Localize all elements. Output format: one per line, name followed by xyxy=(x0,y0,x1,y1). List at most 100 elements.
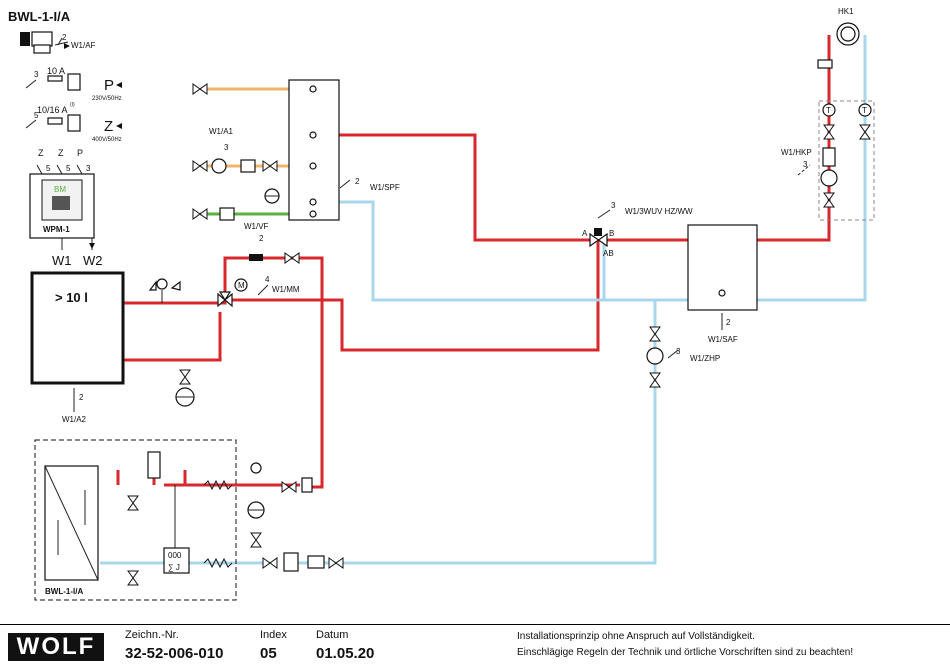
fuse-z-label: 10/16 A xyxy=(37,105,68,115)
date-value: 01.05.20 xyxy=(316,645,375,662)
power-p-voltage: 230V/50Hz xyxy=(92,96,122,102)
air-vent-icon xyxy=(147,451,161,479)
hk1-valve-icon xyxy=(859,124,871,140)
safety-group-icon xyxy=(148,278,181,303)
mixer-m-label: M xyxy=(238,281,245,290)
cable-count-af: 2 xyxy=(62,33,67,42)
return-filter-icon xyxy=(283,552,299,572)
mixer-valve-icon xyxy=(217,278,248,308)
wpm-label: WPM-1 xyxy=(43,225,70,234)
valve-port-b: B xyxy=(609,229,614,238)
return-pipes xyxy=(100,35,867,565)
zhp-valve-icon xyxy=(649,326,661,342)
unit-valve-icon xyxy=(127,570,139,586)
valve-port-ab: AB xyxy=(603,249,614,258)
index-label: Index xyxy=(260,629,287,641)
fuse-z-sup: (I) xyxy=(70,102,75,108)
w1-mm-label: W1/MM xyxy=(272,285,300,294)
pump-group-box xyxy=(818,100,875,221)
hk1-pump-icon xyxy=(820,169,838,187)
flex-hose-icon xyxy=(203,479,233,491)
circulation-pump-icon xyxy=(211,158,227,174)
w1-af-label: W1/AF xyxy=(71,41,96,50)
cable-count-z: 5 xyxy=(34,111,39,120)
fuse-z-icon xyxy=(25,114,81,132)
date-label: Datum xyxy=(316,629,349,641)
drain-valve-icon xyxy=(179,369,191,385)
power-z-voltage: 400V/50Hz xyxy=(92,137,122,143)
w1-hkp-label: W1/HKP xyxy=(781,148,812,157)
fuse-p-label: 10 A xyxy=(47,66,65,76)
thermometer-t-1: T xyxy=(826,106,831,115)
w1-a1-label: W1/A1 xyxy=(209,127,234,136)
shutoff-valve-icon xyxy=(262,160,278,172)
drawing-number: 32-52-006-010 xyxy=(125,645,224,662)
cable-count-vf: 2 xyxy=(259,234,264,243)
wpm-count-1: 5 xyxy=(46,164,51,173)
w1-3wuv-label: W1/3WUV HZ/WW xyxy=(625,207,693,216)
shutoff-valve-icon xyxy=(284,252,300,264)
three-way-valve-icon xyxy=(589,228,608,248)
safety-valve-icon xyxy=(301,477,313,493)
hk1-label: HK1 xyxy=(838,7,854,16)
hk1-valve-icon xyxy=(823,192,835,208)
circulation-valve-icon xyxy=(192,160,208,172)
cable-count-hkp: 3 xyxy=(803,160,808,169)
check-valve-icon xyxy=(240,159,256,173)
disclaimer-line-1: Installationsprinzip ohne Anspruch auf V… xyxy=(517,631,755,642)
flex-hose-icon xyxy=(203,557,233,569)
wpm-count-3: 3 xyxy=(86,164,91,173)
hydraulic-separator xyxy=(687,224,758,311)
arrow-icon xyxy=(89,243,95,249)
wpm-bm-label: BM xyxy=(54,185,66,194)
tank-label: > 10 l xyxy=(55,290,88,305)
wpm-controller xyxy=(29,164,95,239)
pressure-gauge-icon xyxy=(250,462,262,474)
w1-label: W1 xyxy=(52,253,72,268)
zhp-pump-icon xyxy=(646,347,664,365)
heat-meter-counter: 000 xyxy=(168,551,182,560)
power-z-label: Z xyxy=(104,118,113,135)
bwl-unit-label: BWL-1-I/A xyxy=(45,587,83,596)
cable-count-zhp: 3 xyxy=(676,347,681,356)
unit-valve-icon xyxy=(250,532,262,548)
cold-water-valve-icon xyxy=(192,208,208,220)
arrow-icon xyxy=(64,43,70,49)
fuse-p-icon xyxy=(25,73,81,91)
valve-port-a: A xyxy=(582,229,588,238)
cable-count-spf: 2 xyxy=(355,177,360,186)
hot-water-valve-icon xyxy=(192,83,208,95)
w2-label: W2 xyxy=(83,253,103,268)
w1-spf-label: W1/SPF xyxy=(370,183,400,192)
wpm-input-z2: Z xyxy=(58,148,64,158)
w1-vf-label: W1/VF xyxy=(244,222,269,231)
cable-count-saf: 2 xyxy=(726,318,731,327)
heat-meter-icon xyxy=(163,547,190,574)
footer: WOLF Zeichn.-Nr. 32-52-006-010 Index 05 … xyxy=(0,624,950,668)
drawing-number-label: Zeichn.-Nr. xyxy=(125,629,179,641)
index-value: 05 xyxy=(260,645,277,662)
arrow-icon xyxy=(116,82,122,88)
cable-count-3wuv: 3 xyxy=(611,201,616,210)
supply-pipes xyxy=(116,35,831,489)
hk1-check-icon xyxy=(817,59,833,69)
wpm-input-z1: Z xyxy=(38,148,44,158)
w1-saf-label: W1/SAF xyxy=(708,335,738,344)
heat-meter-j: ∑ J xyxy=(168,563,180,572)
w1-a2-label: W1/A2 xyxy=(62,415,87,424)
hk1-check-valve-icon xyxy=(822,147,836,167)
return-check-icon xyxy=(307,555,325,569)
bwl-unit-box xyxy=(34,439,237,601)
zhp-valve-icon xyxy=(649,372,661,388)
arrow-icon xyxy=(116,123,122,129)
return-valve-icon xyxy=(328,557,344,569)
wpm-count-2: 5 xyxy=(66,164,71,173)
flow-sensor-icon xyxy=(249,254,263,261)
diagram-title: BWL-1-I/A xyxy=(8,9,71,24)
unit-valve-icon xyxy=(127,495,139,511)
buffer-tank xyxy=(30,271,125,385)
w1-zhp-label: W1/ZHP xyxy=(690,354,720,363)
wolf-logo: WOLF xyxy=(8,633,104,661)
hydraulic-diagram: BWL-1-I/A 2 W1/AF 3 10 A P 230V/50Hz 5 1… xyxy=(8,7,875,601)
cable-count-a1: 3 xyxy=(224,143,229,152)
